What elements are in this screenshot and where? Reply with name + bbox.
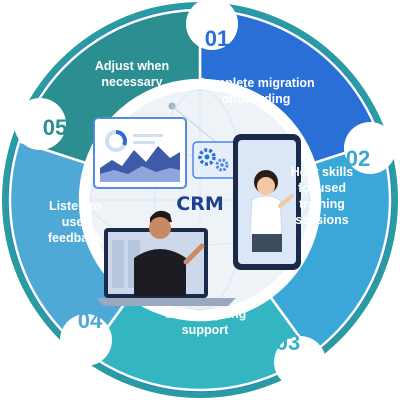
step-number-badge-04 <box>60 314 112 366</box>
gears-card <box>192 141 238 179</box>
step-number-badge-03 <box>274 336 326 388</box>
step-label-line: focused <box>298 181 346 195</box>
step-number-03: 03 <box>276 330 300 355</box>
step-label-line: training <box>299 197 345 211</box>
step-number-04: 04 <box>78 308 103 333</box>
step-label-line: Offer ongoing <box>164 307 247 321</box>
step-number-01: 01 <box>205 26 229 51</box>
center-label: CRM <box>176 193 223 215</box>
step-number-badge-02 <box>344 122 396 174</box>
step-label-line: Adjust when <box>95 59 169 73</box>
step-number-02: 02 <box>346 146 370 171</box>
step-label-04: Listen to user feedback <box>48 199 102 245</box>
step-label-line: support <box>182 323 229 337</box>
dashboard-chart-card <box>93 117 187 189</box>
step-label-line: sessions <box>295 213 349 227</box>
step-label-02: Host skills focused training sessions <box>291 165 354 227</box>
step-label-line: Complete migration <box>197 76 314 90</box>
step-label-03: Offer ongoing support <box>164 307 247 337</box>
step-number-05: 05 <box>43 115 67 140</box>
step-label-05: Adjust when necessary <box>95 59 169 89</box>
step-label-line: Host skills <box>291 165 354 179</box>
step-label-01: Complete migration onboarding <box>197 76 314 106</box>
step-number-badge-01 <box>186 0 238 50</box>
laptop-illustration <box>96 210 236 306</box>
step-label-line: necessary <box>101 75 162 89</box>
phone-illustration <box>233 134 301 270</box>
step-label-line: feedback <box>48 231 102 245</box>
step-label-line: Listen to <box>49 199 101 213</box>
step-number-badge-05 <box>14 98 66 150</box>
step-label-line: user <box>62 215 89 229</box>
step-label-line: onboarding <box>222 92 291 106</box>
